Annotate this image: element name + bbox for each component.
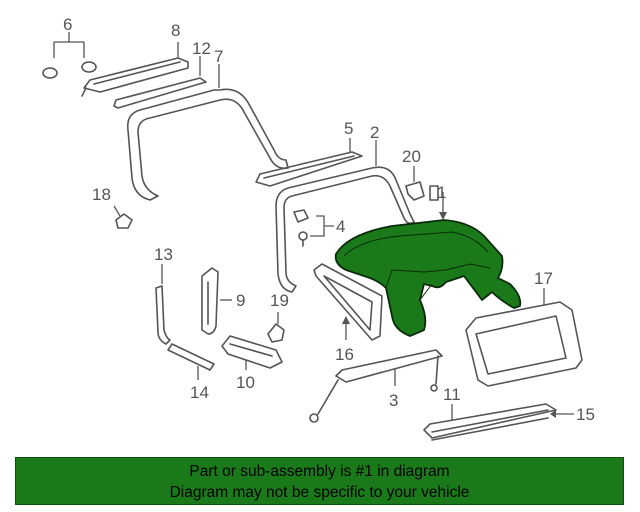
callout-9: 9 [236,291,245,310]
part-15-strip [431,410,574,441]
callout-7: 7 [214,47,223,66]
info-banner: Part or sub-assembly is #1 in diagram Di… [15,457,624,505]
parts-diagram: 6 8 12 7 5 2 20 18 [42,15,595,441]
part-19-clip [267,312,285,343]
callout-1: 1 [437,183,446,202]
banner-line-2: Diagram may not be specific to your vehi… [169,484,470,501]
callout-13: 13 [154,245,173,264]
callout-6: 6 [63,15,72,34]
part-10-bracket [221,335,283,370]
part-3-link [309,349,443,423]
part-7-weatherstrip [126,64,289,201]
callout-12: 12 [192,39,211,58]
callout-3: 3 [389,391,398,410]
part-14-strip [167,343,215,380]
callout-4: 4 [336,217,345,236]
callout-14: 14 [190,383,209,402]
callout-15: 15 [576,405,595,424]
part-17-rear-window [465,288,583,387]
callout-8: 8 [171,21,180,40]
part-9-trim [201,267,232,335]
part-1-hardtop [334,192,522,337]
callout-2: 2 [370,123,379,142]
part-6-clips [42,32,97,79]
callout-18: 18 [92,185,111,204]
callout-5: 5 [344,119,353,138]
part-12-seal [113,56,207,109]
callout-20: 20 [402,147,421,166]
part-4-fasteners [293,209,334,247]
callout-10: 10 [236,373,255,392]
part-13-strip [155,264,171,345]
callout-16: 16 [335,345,354,364]
callout-19: 19 [270,291,289,310]
part-16-window [313,263,383,341]
part-18-clip [113,205,133,229]
part-2-weatherstrip [275,140,415,293]
part-5-rail [255,138,363,187]
part-11-rail [423,403,557,439]
part-20-bracket [405,166,439,201]
part-8-rail [81,42,189,97]
callout-11: 11 [443,385,461,404]
callout-17: 17 [534,269,553,288]
banner-line-1: Part or sub-assembly is #1 in diagram [189,463,450,480]
